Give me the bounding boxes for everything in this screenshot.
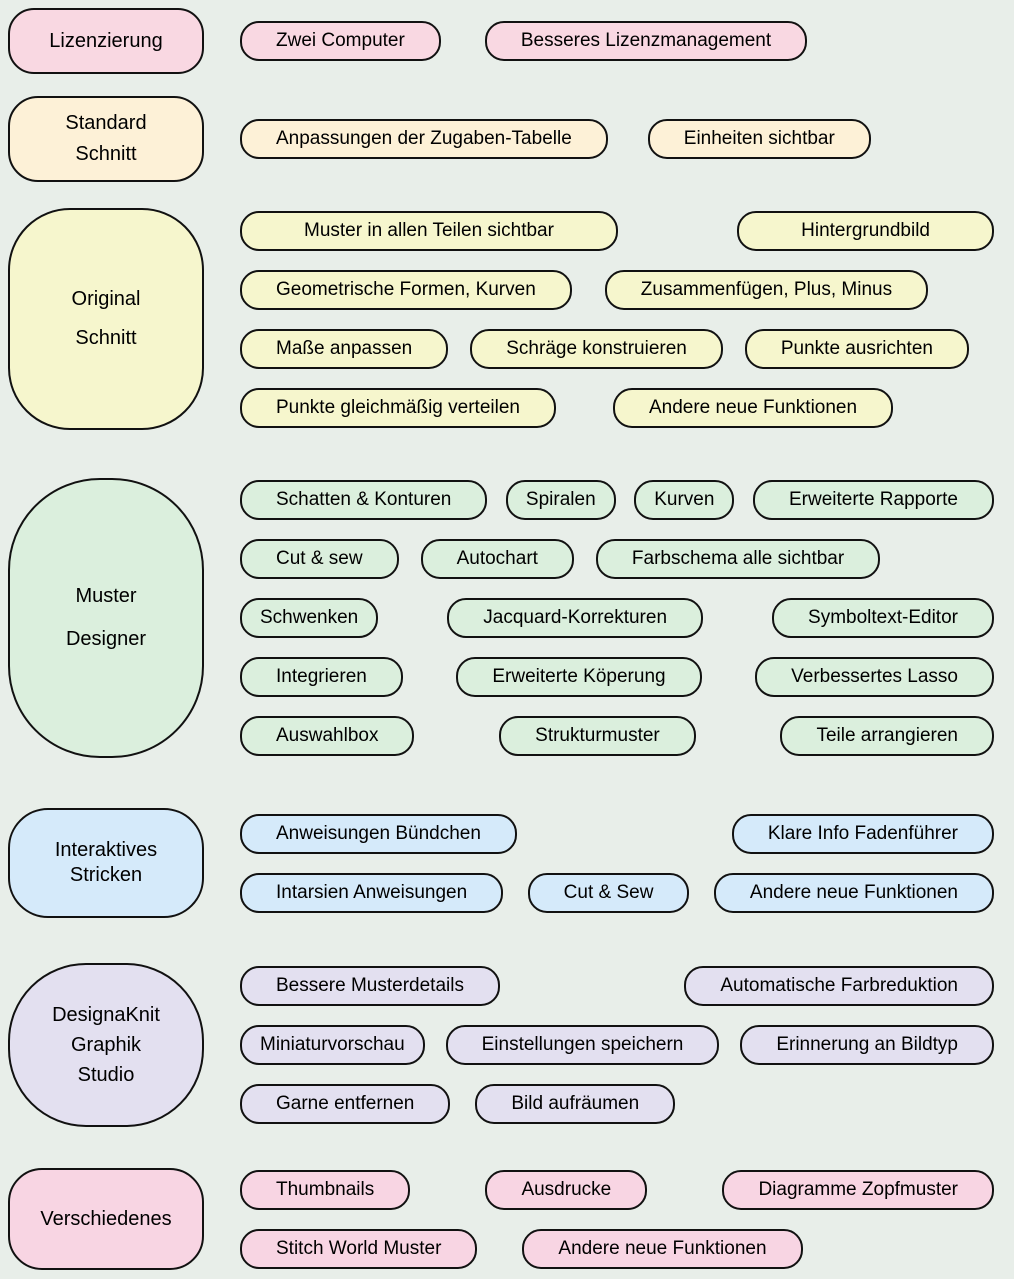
- feature-pill: Einstellungen speichern: [445, 1025, 720, 1065]
- category-label: Stricken: [69, 864, 143, 886]
- feature-pill: Andere neue Funktionen: [713, 872, 994, 913]
- feature-pill: Teile arrangieren: [780, 716, 994, 756]
- feature-pill: Punkte ausrichten: [744, 328, 969, 369]
- feature-pill: Hintergrundbild: [737, 210, 994, 251]
- feature-pill: Einheiten sichtbar: [647, 119, 871, 159]
- feature-pill: Erweiterte Köperung: [456, 657, 702, 697]
- feature-pill: Verbessertes Lasso: [755, 657, 994, 697]
- group-muster-designer: Muster Designer Schatten & Konturen Spir…: [8, 478, 994, 758]
- feature-rows: Schatten & Konturen Spiralen Kurven Erwe…: [240, 480, 994, 756]
- feature-pill: Integrieren: [240, 657, 403, 697]
- feature-pill: Andere neue Funktionen: [612, 387, 894, 428]
- feature-rows: Muster in allen Teilen sichtbar Hintergr…: [240, 210, 994, 428]
- feature-rows: Anweisungen Bündchen Klare Info Fadenfüh…: [240, 813, 994, 913]
- feature-pill: Punkte gleichmäßig verteilen: [240, 387, 556, 428]
- feature-pill: Cut & sew: [240, 539, 399, 579]
- feature-row: Cut & sew Autochart Farbschema alle sich…: [240, 539, 994, 579]
- group-lizenzierung: Lizenzierung Zwei Computer Besseres Lize…: [8, 8, 994, 74]
- feature-pill: Schwenken: [240, 598, 379, 638]
- feature-rows: Zwei Computer Besseres Lizenzmanagement: [240, 21, 994, 61]
- feature-pill: Intarsien Anweisungen: [240, 872, 504, 913]
- group-interaktives-stricken: Interaktives Stricken Anweisungen Bündch…: [8, 808, 994, 918]
- group-designaknit-graphik-studio: DesignaKnit Graphik Studio Bessere Muste…: [8, 963, 994, 1127]
- feature-pill: Bessere Musterdetails: [240, 966, 500, 1006]
- feature-pill: Strukturmuster: [499, 716, 696, 756]
- feature-rows: Thumbnails Ausdrucke Diagramme Zopfmuste…: [240, 1169, 994, 1269]
- group-standard-schnitt: Standard Schnitt Anpassungen der Zugaben…: [8, 96, 994, 182]
- feature-pill: Zusammenfügen, Plus, Minus: [604, 269, 929, 310]
- feature-pill: Muster in allen Teilen sichtbar: [240, 210, 618, 251]
- feature-row: Integrieren Erweiterte Köperung Verbesse…: [240, 657, 994, 697]
- feature-pill: Anpassungen der Zugaben-Tabelle: [240, 119, 608, 159]
- feature-pill: Miniaturvorschau: [240, 1025, 425, 1065]
- feature-pill: Klare Info Fadenführer: [731, 813, 994, 854]
- feature-row: Anpassungen der Zugaben-Tabelle Einheite…: [240, 119, 994, 159]
- feature-pill: Kurven: [634, 480, 735, 520]
- feature-rows: Bessere Musterdetails Automatische Farbr…: [240, 966, 994, 1124]
- feature-pill: Ausdrucke: [485, 1169, 648, 1210]
- category-standard-schnitt: Standard Schnitt: [8, 96, 204, 182]
- feature-pill: Farbschema alle sichtbar: [595, 539, 881, 579]
- feature-row: Thumbnails Ausdrucke Diagramme Zopfmuste…: [240, 1169, 994, 1210]
- feature-row: Auswahlbox Strukturmuster Teile arrangie…: [240, 716, 994, 756]
- feature-pill: Thumbnails: [240, 1169, 411, 1210]
- category-label: Schnitt: [75, 327, 137, 349]
- feature-pill: Schräge konstruieren: [470, 328, 723, 369]
- feature-row: Schatten & Konturen Spiralen Kurven Erwe…: [240, 480, 994, 520]
- feature-row: Anweisungen Bündchen Klare Info Fadenfüh…: [240, 813, 994, 854]
- feature-row: Maße anpassen Schräge konstruieren Punkt…: [240, 328, 994, 369]
- feature-row: Muster in allen Teilen sichtbar Hintergr…: [240, 210, 994, 251]
- feature-row: Garne entfernen Bild aufräumen: [240, 1084, 994, 1124]
- feature-pill: Maße anpassen: [240, 328, 449, 369]
- group-verschiedenes: Verschiedenes Thumbnails Ausdrucke Diagr…: [8, 1168, 994, 1270]
- feature-pill: Andere neue Funktionen: [522, 1228, 803, 1269]
- category-designaknit-graphik-studio: DesignaKnit Graphik Studio: [8, 963, 204, 1127]
- feature-pill: Anweisungen Bündchen: [240, 813, 517, 854]
- feature-row: Miniaturvorschau Einstellungen speichern…: [240, 1025, 994, 1065]
- category-label: Verschiedenes: [40, 1207, 172, 1230]
- feature-row: Geometrische Formen, Kurven Zusammenfüge…: [240, 269, 994, 310]
- category-verschiedenes: Verschiedenes: [8, 1168, 204, 1270]
- category-lizenzierung: Lizenzierung: [8, 8, 204, 74]
- feature-pill: Auswahlbox: [240, 716, 415, 756]
- feature-pill: Stitch World Muster: [240, 1228, 478, 1269]
- category-label: Interaktives: [54, 839, 158, 861]
- feature-pill: Symboltext-Editor: [772, 598, 994, 638]
- category-original-schnitt: Original Schnitt: [8, 208, 204, 430]
- feature-pill: Garne entfernen: [240, 1084, 451, 1124]
- feature-pill: Zwei Computer: [240, 21, 441, 61]
- feature-row: Bessere Musterdetails Automatische Farbr…: [240, 966, 994, 1006]
- feature-row: Punkte gleichmäßig verteilen Andere neue…: [240, 387, 994, 428]
- feature-rows: Anpassungen der Zugaben-Tabelle Einheite…: [240, 119, 994, 159]
- feature-pill: Erweiterte Rapporte: [753, 480, 994, 520]
- feature-row: Zwei Computer Besseres Lizenzmanagement: [240, 21, 994, 61]
- group-original-schnitt: Original Schnitt Muster in allen Teilen …: [8, 208, 994, 430]
- feature-pill: Erinnerung an Bildtyp: [740, 1025, 994, 1065]
- category-label: Studio: [77, 1063, 135, 1086]
- category-label: Original: [71, 288, 141, 310]
- category-label: Standard: [65, 112, 147, 134]
- category-label: Graphik: [70, 1033, 142, 1056]
- feature-pill: Cut & Sew: [527, 872, 690, 913]
- feature-pill: Autochart: [420, 539, 574, 579]
- feature-pill: Bild aufräumen: [475, 1084, 676, 1124]
- category-interaktives-stricken: Interaktives Stricken: [8, 808, 204, 918]
- feature-pill: Geometrische Formen, Kurven: [240, 269, 572, 310]
- category-label: Muster: [75, 585, 137, 607]
- feature-pill: Diagramme Zopfmuster: [722, 1169, 994, 1210]
- feature-pill: Jacquard-Korrekturen: [447, 598, 704, 638]
- feature-row: Intarsien Anweisungen Cut & Sew Andere n…: [240, 872, 994, 913]
- category-label: Schnitt: [75, 143, 137, 165]
- category-label: Designer: [65, 628, 147, 650]
- feature-pill: Spiralen: [505, 480, 616, 520]
- feature-pill: Besseres Lizenzmanagement: [484, 21, 808, 61]
- feature-row: Schwenken Jacquard-Korrekturen Symboltex…: [240, 598, 994, 638]
- category-label: DesignaKnit: [52, 1003, 160, 1026]
- feature-row: Stitch World Muster Andere neue Funktion…: [240, 1228, 994, 1269]
- feature-pill: Schatten & Konturen: [240, 480, 488, 520]
- category-muster-designer: Muster Designer: [8, 478, 204, 758]
- feature-pill: Automatische Farbreduktion: [684, 966, 994, 1006]
- category-label: Lizenzierung: [49, 29, 163, 52]
